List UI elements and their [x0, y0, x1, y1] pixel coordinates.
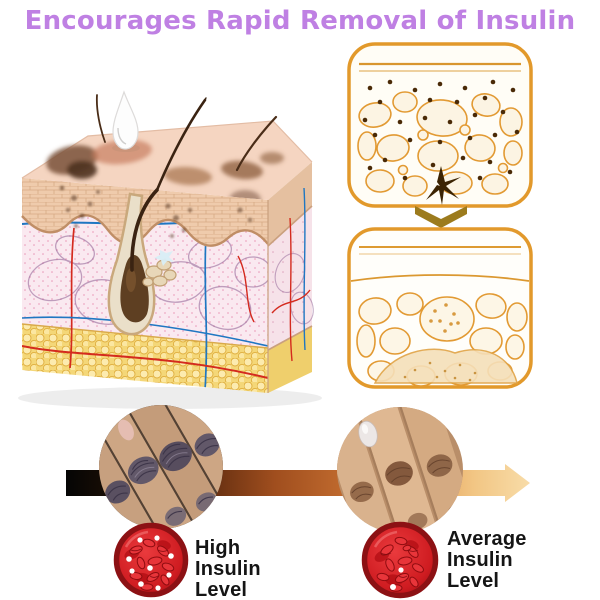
gland-sparkle	[154, 250, 174, 266]
red-blood-cells	[374, 536, 424, 592]
skin-cross-section-illustration	[18, 90, 322, 409]
panel-before-insulin-clogged	[347, 42, 533, 208]
cube-side-face	[267, 162, 314, 393]
dark-knuckle-patches	[105, 433, 220, 529]
epidermis-layer	[22, 178, 268, 246]
blood-sample-high-insulin-icon	[113, 522, 189, 598]
sebaceous-gland	[142, 259, 177, 287]
average-insulin-label: Average Insulin Level	[447, 529, 527, 592]
droplet	[112, 90, 140, 152]
insulin-particles	[390, 567, 404, 590]
label-line: Insulin	[447, 549, 513, 571]
white-fingernail	[358, 420, 378, 448]
label-line: Average	[447, 528, 527, 550]
clog-starburst	[419, 166, 461, 205]
blood-sample-average-insulin-icon	[361, 521, 439, 599]
panel-after-insulin-removed	[347, 227, 533, 389]
fingernail	[118, 419, 134, 441]
label-line: High	[195, 537, 241, 559]
fingers-dark-knuckles-photo	[99, 405, 223, 529]
high-insulin-label: High Insulin Level	[195, 538, 261, 600]
faint-dots	[429, 303, 460, 333]
pigment-freckles	[59, 185, 253, 238]
label-line: Insulin	[195, 558, 261, 580]
insulin-dots	[362, 79, 520, 181]
skin-top-surface	[22, 121, 312, 200]
hairs	[95, 94, 278, 272]
label-line: Level	[195, 579, 248, 600]
insulin-particles	[126, 535, 174, 591]
page-title: Encourages Rapid Removal of Insulin	[24, 6, 576, 36]
label-line: Level	[447, 570, 500, 592]
collagen-swirls	[27, 235, 268, 331]
down-chevron-icon	[415, 206, 467, 228]
cube-shadow	[18, 387, 322, 409]
bottom-dome	[373, 348, 518, 384]
fingers-normal-knuckles-photo	[337, 407, 463, 533]
